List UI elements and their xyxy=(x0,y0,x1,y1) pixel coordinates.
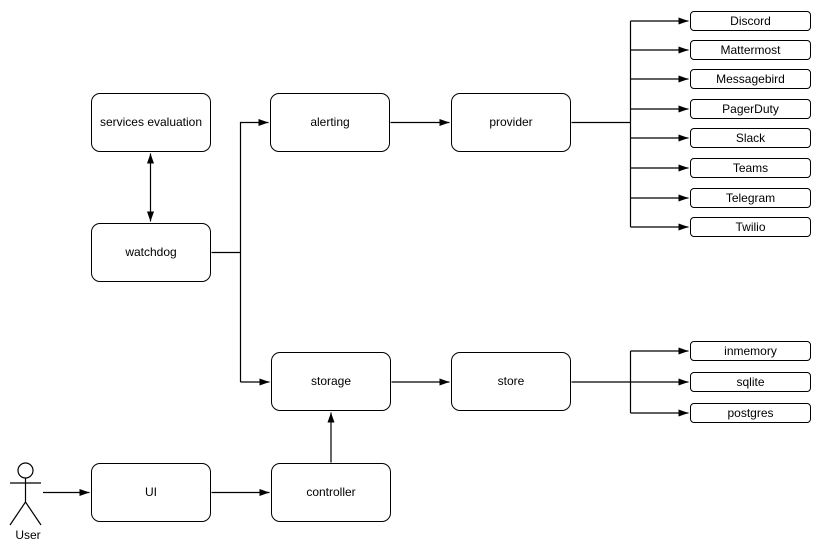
node-mattermost-label: Mattermost xyxy=(720,43,781,57)
node-watchdog: watchdog xyxy=(91,223,211,282)
node-controller-label: controller xyxy=(306,485,356,500)
node-alerting-label: alerting xyxy=(310,115,350,130)
node-provider: provider xyxy=(451,93,571,152)
connector-watchdog-alerting xyxy=(239,119,269,382)
node-watchdog-label: watchdog xyxy=(125,245,177,260)
node-twilio: Twilio xyxy=(690,217,811,237)
node-provider-label: provider xyxy=(489,115,533,130)
node-store-label: store xyxy=(497,374,525,389)
node-ui: UI xyxy=(91,463,211,522)
node-inmemory-label: inmemory xyxy=(724,344,777,358)
node-postgres: postgres xyxy=(690,403,811,423)
node-twilio-label: Twilio xyxy=(735,220,766,234)
node-controller: controller xyxy=(271,463,391,522)
node-teams-label: Teams xyxy=(732,161,769,175)
node-sqlite-label: sqlite xyxy=(736,375,765,389)
node-telegram-label: Telegram xyxy=(725,191,776,205)
node-slack-label: Slack xyxy=(735,131,766,145)
node-alerting: alerting xyxy=(270,93,390,152)
node-ui-label: UI xyxy=(145,485,157,500)
node-slack: Slack xyxy=(690,128,811,148)
node-inmemory: inmemory xyxy=(690,341,811,361)
node-teams: Teams xyxy=(690,158,811,178)
node-pagerduty-label: PagerDuty xyxy=(722,102,779,116)
node-discord: Discord xyxy=(690,11,811,31)
node-messagebird: Messagebird xyxy=(690,69,811,89)
node-messagebird-label: Messagebird xyxy=(716,72,785,86)
node-storage-label: storage xyxy=(310,374,352,389)
node-pagerduty: PagerDuty xyxy=(690,99,811,119)
node-store: store xyxy=(451,352,571,411)
node-mattermost: Mattermost xyxy=(690,40,811,60)
node-discord-label: Discord xyxy=(730,14,771,28)
user-actor-label: User xyxy=(15,528,41,542)
node-services-evaluation: services evaluation xyxy=(91,93,211,152)
node-postgres-label: postgres xyxy=(727,406,774,420)
node-storage: storage xyxy=(271,352,391,411)
user-actor-icon xyxy=(9,462,42,526)
node-sqlite: sqlite xyxy=(690,372,811,392)
node-telegram: Telegram xyxy=(690,188,811,208)
node-services-evaluation-label: services evaluation xyxy=(99,115,203,130)
